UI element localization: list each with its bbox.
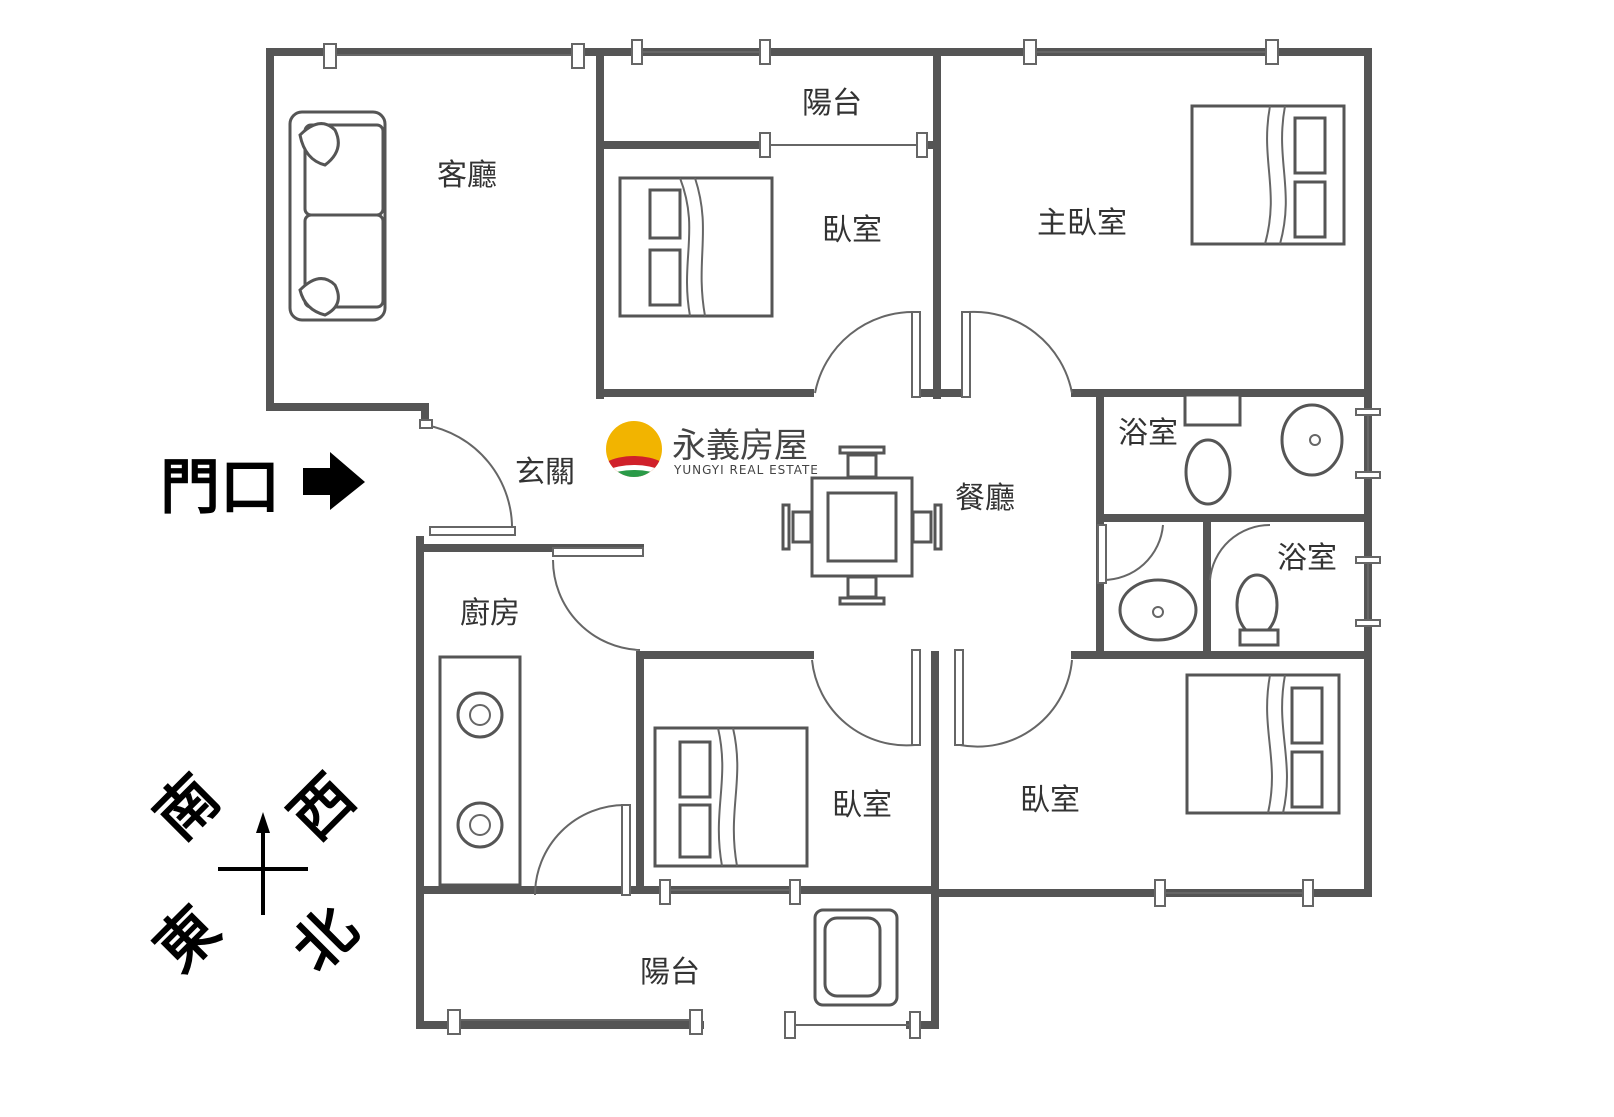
dining-table (781, 445, 943, 606)
arrow-up-icon (256, 812, 270, 833)
room-label-balcony: 陽台 (640, 955, 700, 990)
compass: 南 西 東 北 (142, 762, 372, 986)
room-label-living: 客廳 (437, 158, 497, 193)
entrance-label: 門口 (160, 453, 280, 523)
room-label-bedroom: 臥室 (1020, 783, 1080, 818)
room-label-kitchen: 廚房 (460, 596, 520, 631)
compass-north: 北 (280, 894, 372, 986)
room-label-bathroom: 浴室 (1118, 416, 1178, 451)
compass-west: 西 (277, 762, 369, 854)
bed (618, 176, 774, 318)
arrow-right-icon (303, 452, 365, 510)
sink (1280, 403, 1344, 477)
room-label-master-bedroom: 主臥室 (1037, 206, 1127, 241)
windows (323, 39, 1381, 1039)
compass-south: 南 (142, 762, 234, 854)
logo-name-en: YUNGYI REAL ESTATE (673, 463, 819, 477)
company-logo: 永義房屋 YUNGYI REAL ESTATE (606, 421, 819, 477)
toilet (1183, 393, 1242, 506)
stove (438, 655, 522, 887)
bed (1185, 673, 1341, 815)
walls (266, 48, 1372, 1029)
doors (419, 310, 1271, 896)
compass-east: 東 (142, 894, 234, 986)
logo-name-cn: 永義房屋 (672, 426, 808, 466)
room-label-bathroom: 浴室 (1277, 541, 1337, 576)
sofa (288, 110, 387, 322)
bed (653, 726, 809, 868)
sink (1118, 578, 1198, 642)
room-label-dining: 餐廳 (955, 481, 1015, 516)
room-label-bedroom: 臥室 (822, 213, 882, 248)
toilet (1235, 573, 1280, 647)
room-label-balcony: 陽台 (802, 86, 862, 121)
room-label-bedroom: 臥室 (832, 788, 892, 823)
washing-machine (813, 908, 899, 1007)
master-bed (1190, 104, 1346, 246)
room-label-entrance: 玄關 (515, 455, 575, 490)
